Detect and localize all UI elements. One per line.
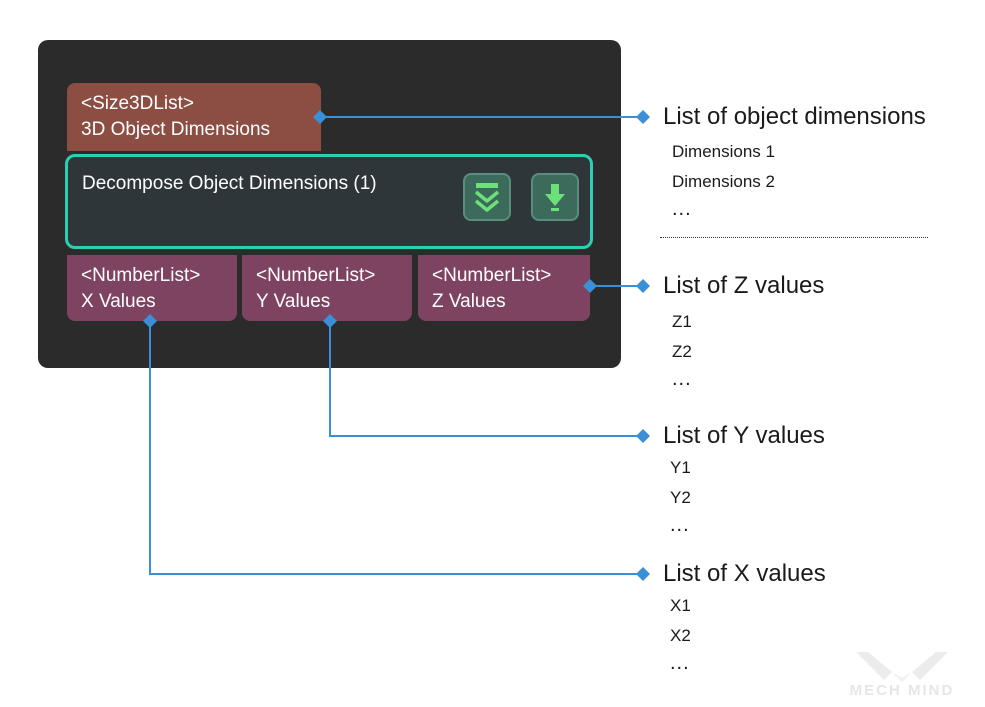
output-port-name: Y Values xyxy=(256,291,331,312)
output-port-y-values[interactable]: <NumberList> Y Values xyxy=(242,255,412,321)
output-port-type: <NumberList> xyxy=(432,265,552,286)
dimensions-item: Dimensions 1 xyxy=(672,142,775,161)
y-ellipsis: ... xyxy=(670,514,690,536)
input-port-name: 3D Object Dimensions xyxy=(81,119,271,140)
y-item: Y1 xyxy=(670,458,691,477)
logo-icon xyxy=(856,652,948,682)
watermark-text: MECH MIND xyxy=(849,682,955,699)
output-port-type: <NumberList> xyxy=(256,265,376,286)
port-dot-input xyxy=(313,110,327,124)
section-divider xyxy=(660,237,928,238)
port-dot-z xyxy=(583,279,597,293)
end-dot-y xyxy=(636,429,650,443)
output-port-name: Z Values xyxy=(432,291,506,312)
y-list-label: List of Y values xyxy=(663,422,825,449)
brand-watermark: MECH MIND xyxy=(838,648,966,702)
dimensions-ellipsis: ... xyxy=(672,198,692,220)
step-title: Decompose Object Dimensions (1) xyxy=(82,173,377,194)
end-dot-x xyxy=(636,567,650,581)
arrow-down-icon xyxy=(545,184,565,211)
output-port-z-values[interactable]: <NumberList> Z Values xyxy=(418,255,590,321)
x-ellipsis: ... xyxy=(670,652,690,674)
output-port-name: X Values xyxy=(81,291,156,312)
x-item: X2 xyxy=(670,626,691,645)
output-port-x-values[interactable]: <NumberList> X Values xyxy=(67,255,237,321)
input-port-3d-object-dimensions[interactable]: <Size3DList> 3D Object Dimensions xyxy=(67,83,321,151)
end-dot-dimensions xyxy=(636,110,650,124)
port-dot-x xyxy=(143,314,157,328)
connector-x xyxy=(149,321,643,575)
dimensions-item: Dimensions 2 xyxy=(672,172,775,191)
z-ellipsis: ... xyxy=(672,368,692,390)
output-port-button[interactable] xyxy=(531,173,579,221)
z-item: Z1 xyxy=(672,312,692,331)
double-chevron-down-icon xyxy=(474,183,500,212)
output-port-type: <NumberList> xyxy=(81,265,201,286)
x-item: X1 xyxy=(670,596,691,615)
dimensions-list-label: List of object dimensions xyxy=(663,103,926,130)
end-dot-z xyxy=(636,279,650,293)
expand-button[interactable] xyxy=(463,173,511,221)
z-item: Z2 xyxy=(672,342,692,361)
input-port-type: <Size3DList> xyxy=(81,93,195,114)
y-item: Y2 xyxy=(670,488,691,507)
port-dot-y xyxy=(323,314,337,328)
x-list-label: List of X values xyxy=(663,560,826,587)
z-list-label: List of Z values xyxy=(663,272,825,299)
step-block[interactable]: Decompose Object Dimensions (1) xyxy=(65,154,593,249)
connector-y xyxy=(329,321,643,437)
